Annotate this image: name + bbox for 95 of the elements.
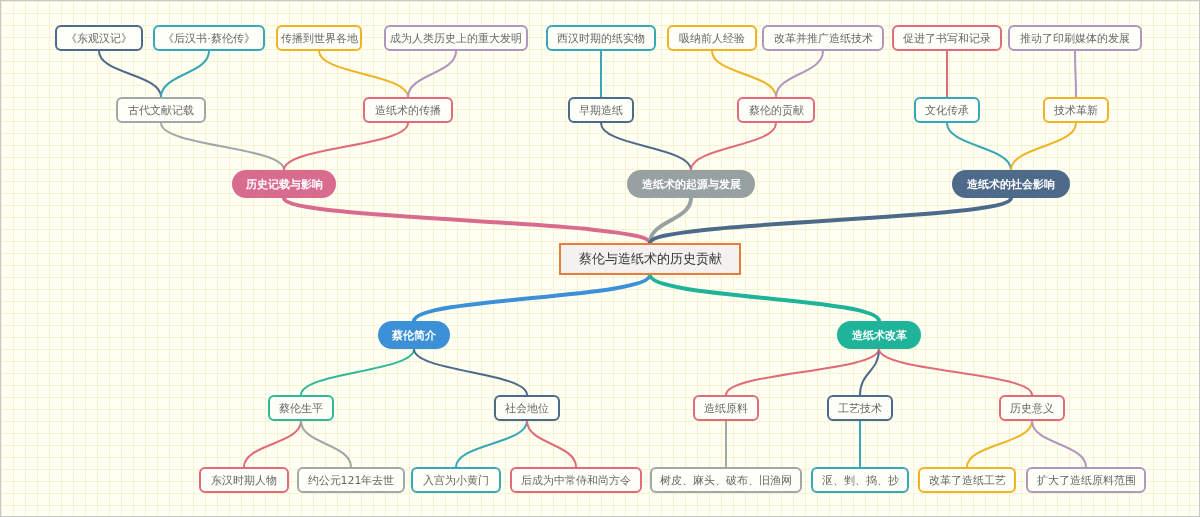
topic-box	[116, 97, 206, 123]
branch-connector	[1074, 50, 1077, 98]
topic-label: 古代文献记载	[128, 102, 194, 118]
topic-box	[650, 467, 802, 493]
topic-box	[363, 97, 453, 123]
topic-label: 造纸术的传播	[375, 102, 441, 118]
topic-box	[494, 395, 560, 421]
branch-connector	[526, 420, 577, 468]
branch-connector	[775, 50, 824, 98]
topic-label: 改革了造纸工艺	[928, 472, 1006, 488]
branch-connector	[300, 348, 415, 396]
branch-connector	[690, 122, 777, 171]
branch-connector	[300, 420, 352, 468]
branch-connector	[160, 50, 210, 98]
topic-label: 促进了书写和记录	[903, 30, 991, 46]
topic-label: 造纸术的社会影响	[967, 176, 1055, 192]
topic-label: 扩大了造纸原料范围	[1036, 472, 1136, 488]
topic-box	[546, 25, 656, 51]
topic-label: 历史记载与影响	[245, 176, 323, 192]
branch-connector	[455, 420, 528, 468]
branch-connector	[725, 420, 727, 468]
main-branch-pill	[232, 170, 336, 198]
topic-label: 树皮、麻头、破布、旧渔网	[660, 472, 792, 488]
central-topic-box	[559, 243, 741, 275]
topic-label: 沤、剉、捣、抄	[821, 472, 899, 488]
branch-connector	[859, 420, 861, 468]
topic-label: 造纸术改革	[851, 327, 907, 343]
branch-connector	[1010, 122, 1077, 171]
topic-label: 成为人类历史上的重大发明	[390, 30, 522, 46]
topic-box	[411, 467, 501, 493]
topic-label: 历史意义	[1010, 400, 1054, 416]
topic-box	[510, 467, 642, 493]
branch-connector	[413, 348, 528, 396]
topic-box	[297, 467, 405, 493]
topic-label: 社会地位	[505, 400, 549, 416]
topic-label: 文化传承	[925, 102, 969, 118]
topic-label: 约公元121年去世	[307, 472, 395, 488]
topic-label: 《后汉书·蔡伦传》	[163, 30, 255, 46]
branch-connector	[648, 273, 881, 323]
branch-connector	[946, 50, 948, 98]
topic-label: 传播到世界各地	[280, 30, 358, 46]
branch-connector	[600, 122, 692, 171]
topic-box	[568, 97, 634, 123]
topic-box	[914, 97, 980, 123]
main-branch-pill	[378, 321, 450, 349]
branch-connector	[725, 348, 880, 396]
topic-box	[667, 25, 757, 51]
branch-connector	[318, 50, 409, 98]
branch-connector	[412, 273, 652, 323]
topic-label: 造纸术的起源与发展	[641, 176, 741, 192]
branch-connector	[283, 122, 409, 171]
topic-label: 西汉时期的纸实物	[557, 30, 645, 46]
branch-connector	[859, 348, 880, 396]
topic-box	[892, 25, 1002, 51]
topic-label: 蔡伦的贡献	[748, 102, 804, 118]
topic-label: 技术革新	[1054, 102, 1098, 118]
topic-box	[276, 25, 362, 51]
main-branch-pill	[837, 321, 921, 349]
topic-label: 吸纳前人经验	[679, 30, 745, 46]
branch-connector	[282, 196, 652, 245]
topic-box	[737, 97, 815, 123]
topic-box	[1043, 97, 1109, 123]
topic-label: 蔡伦简介	[392, 327, 436, 343]
topic-box	[918, 467, 1016, 493]
main-branch-pill	[627, 170, 755, 198]
topic-label: 《东观汉记》	[66, 30, 132, 46]
topic-box	[384, 25, 528, 51]
branch-connector	[600, 50, 602, 98]
topic-box	[1008, 25, 1142, 51]
topic-box	[268, 395, 334, 421]
topic-box	[153, 25, 265, 51]
topic-label: 早期造纸	[579, 102, 623, 118]
topic-box	[55, 25, 143, 51]
branch-connector	[1031, 420, 1087, 468]
topic-label: 后成为中常侍和尚方令	[521, 472, 631, 488]
topic-box	[827, 395, 893, 421]
topic-label: 入宫为小黄门	[423, 472, 489, 488]
main-branch-pill	[952, 170, 1070, 198]
topic-label: 东汉时期人物	[211, 472, 277, 488]
branch-connector	[160, 122, 285, 171]
topic-label: 工艺技术	[838, 400, 882, 416]
topic-label: 造纸原料	[704, 400, 748, 416]
topic-box	[811, 467, 909, 493]
topic-box	[199, 467, 289, 493]
topic-label: 改革并推广造纸技术	[773, 30, 873, 46]
topic-box	[762, 25, 884, 51]
topic-label: 推动了印刷媒体的发展	[1020, 30, 1130, 46]
topic-box	[1026, 467, 1146, 493]
topic-box	[693, 395, 759, 421]
branch-connector	[878, 348, 1033, 396]
branch-connector	[407, 50, 457, 98]
branch-connector	[648, 196, 1013, 245]
topic-label: 蔡伦与造纸术的历史贡献	[578, 250, 722, 268]
topic-label: 蔡伦生平	[279, 400, 323, 416]
topic-box	[999, 395, 1065, 421]
